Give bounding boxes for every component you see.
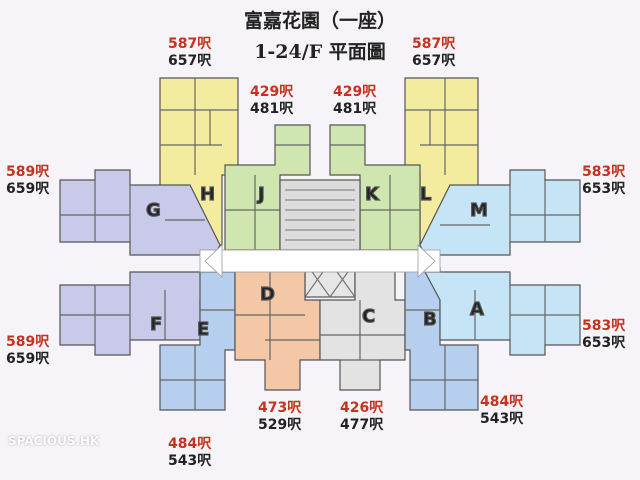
unit-e: E [159,271,236,411]
unit-m-letter: M [470,200,488,221]
unit-g-shape [59,169,221,256]
unit-k-letter: K [365,184,380,205]
watermark-logo: SPACIOUS.HK [8,434,100,448]
unit-j-letter: J [256,184,265,205]
unit-k: K [329,124,421,251]
corridor [199,244,441,278]
unit-a: A [423,271,581,356]
title-building: 富嘉花園（一座） [243,10,396,32]
unit-h-letter: H [200,184,215,205]
unit-d-shape [234,267,321,391]
core-lift-shaft [279,179,361,298]
title-floors: 1-24/F 平面圖 [254,41,386,63]
unit-g: G [59,169,221,256]
unit-f-letter: F [150,314,162,335]
unit-g-letter: G [146,200,161,221]
unit-f: F [59,271,217,356]
unit-e-letter: E [197,319,209,340]
unit-d-letter: D [260,284,275,305]
unit-m: M [419,169,581,256]
unit-f-shape [59,271,217,356]
unit-l-letter: L [420,184,431,205]
unit-a-letter: A [470,299,484,320]
unit-a-shape [423,271,581,356]
unit-b-letter: B [423,309,437,330]
unit-c-letter: C [362,306,375,327]
unit-j: J [224,124,311,251]
unit-d: D [234,267,321,391]
